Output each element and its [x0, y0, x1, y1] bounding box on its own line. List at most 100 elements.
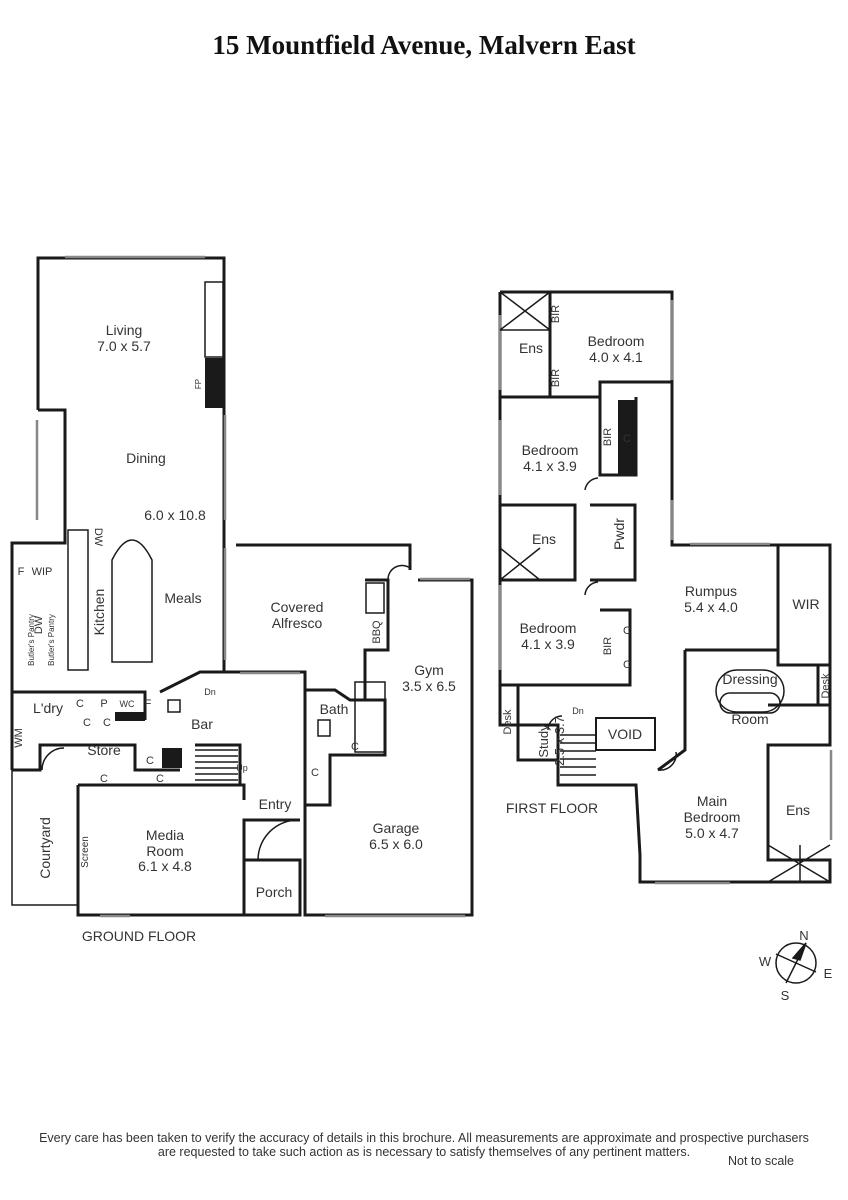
butlers-pantry-label-1: Butler's Pantry	[27, 614, 36, 666]
compass-n: N	[799, 928, 808, 943]
room-kitchen-name: Kitchen	[91, 589, 107, 636]
first-floor-label: FIRST FLOOR	[506, 800, 598, 816]
butlers-pantry-label-2: Butler's Pantry	[47, 614, 56, 666]
room-living-size: 7.0 x 5.7	[97, 338, 151, 354]
desk-label-main: Desk	[820, 673, 832, 699]
page-title: 15 Mountfield Avenue, Malvern East	[212, 30, 636, 60]
screen-label: Screen	[80, 836, 91, 868]
kitchen-bottom	[12, 690, 147, 720]
room-main-bedroom-line1: Main	[697, 793, 727, 809]
ens-label-3: Ens	[786, 802, 810, 818]
bbq-wall	[363, 578, 390, 700]
room-gym-name: Gym	[414, 662, 444, 678]
room-alfresco-name-1: Covered	[271, 599, 324, 615]
room-dressing-line1: Dressing	[722, 671, 777, 687]
bir-label-3: BIR	[602, 428, 614, 446]
room-laundry-name: L'dry	[33, 700, 63, 716]
bar-wall	[159, 578, 474, 917]
bir-label-4: BIR	[602, 637, 614, 655]
room-rumpus-name: Rumpus	[685, 583, 737, 599]
room-bedroom3-size: 4.1 x 3.9	[521, 636, 575, 652]
room-bedroom1-name: Bedroom	[588, 333, 645, 349]
room-powder-name: Pwdr	[611, 518, 627, 550]
cupboard-c-1: C	[76, 698, 84, 710]
room-bath-name: Bath	[320, 701, 349, 717]
room-rumpus-size: 5.4 x 4.0	[684, 599, 738, 615]
ens-wall	[500, 503, 577, 582]
compass-w: W	[759, 954, 772, 969]
fireplace-label: FP	[194, 379, 203, 389]
room-entry-name: Entry	[259, 796, 292, 812]
bed1-wall	[500, 380, 672, 399]
cupboard-c-8: C	[311, 767, 319, 779]
room-study-name: Study	[536, 724, 551, 758]
store-wall	[12, 743, 180, 772]
void-box	[595, 717, 656, 751]
bir-label-1: BIR	[550, 305, 562, 323]
room-wir-name: WIR	[792, 596, 819, 612]
cupboard-c-6: C	[156, 773, 164, 785]
study-wall	[500, 683, 558, 762]
bbq-label: BBQ	[371, 620, 383, 644]
wip-label: WIP	[32, 566, 53, 578]
scale-note: Not to scale	[728, 1154, 795, 1168]
west-wall	[10, 408, 67, 770]
alfresco-wall	[236, 543, 412, 570]
room-alfresco-name-2: Alfresco	[272, 615, 323, 631]
room-bedroom1-size: 4.0 x 4.1	[589, 349, 643, 365]
wm-label: WM	[13, 728, 25, 748]
dw-label-2: DW	[33, 615, 45, 634]
porch-wall	[244, 858, 302, 917]
wc-label: WC	[120, 699, 135, 709]
fridge-label: F	[18, 566, 25, 578]
room-store-name: Store	[87, 742, 121, 758]
dw-label-1: DW	[92, 528, 104, 547]
room-bedroom3-name: Bedroom	[520, 620, 577, 636]
cupboard-c-f2: C	[623, 625, 631, 637]
stair-box	[195, 743, 242, 785]
void-label: VOID	[608, 726, 642, 742]
room-main-bedroom-size: 5.0 x 4.7	[685, 825, 739, 841]
room-garage-size: 6.5 x 6.0	[369, 836, 423, 852]
room-main-bedroom-line2: Bedroom	[684, 809, 741, 825]
cupboard-c-f3: C	[623, 659, 631, 671]
desk-label-study: Desk	[502, 709, 514, 735]
dn-label-first: Dn	[572, 706, 584, 716]
compass-rose	[775, 942, 817, 984]
room-porch-name: Porch	[256, 884, 293, 900]
room-dressing-line2: Room	[731, 711, 768, 727]
pantry-p-label: P	[100, 698, 107, 710]
room-garage-name: Garage	[373, 820, 420, 836]
cupboard-c-f1: C	[623, 433, 631, 445]
media-top-wall	[78, 783, 246, 800]
room-bedroom2-size: 4.1 x 3.9	[523, 458, 577, 474]
room-living-name: Living	[106, 322, 143, 338]
cupboard-c-4: C	[100, 773, 108, 785]
ground-floor-label: GROUND FLOOR	[82, 928, 196, 944]
courtyard-label: Courtyard	[37, 817, 53, 878]
ens-label-2: Ens	[532, 531, 556, 547]
dn-label-ground: Dn	[204, 687, 216, 697]
wir-wall	[776, 545, 830, 667]
room-gym-size: 3.5 x 6.5	[402, 678, 456, 694]
dressing-wall	[657, 650, 687, 772]
disclaimer-line-2: are requested to take such action as is …	[157, 1145, 691, 1159]
cupboard-c-5: C	[146, 755, 154, 767]
compass-e: E	[824, 966, 833, 981]
up-label-ground: Up	[236, 763, 248, 773]
compass-s: S	[781, 988, 790, 1003]
room-bedroom2-name: Bedroom	[522, 442, 579, 458]
courtyard	[11, 770, 78, 906]
fridge-label-2: F	[145, 698, 152, 710]
room-media-size: 6.1 x 4.8	[138, 858, 192, 874]
bed3-wall	[500, 608, 632, 687]
ens-label-1: Ens	[519, 340, 543, 356]
bir-label-2: BIR	[550, 369, 562, 387]
room-dining-size: 6.0 x 10.8	[144, 507, 206, 523]
room-study-size: 2.5 x 3.7	[552, 716, 567, 766]
cupboard-c-7: C	[351, 741, 359, 753]
room-bar-name: Bar	[191, 716, 213, 732]
cupboard-c-3: C	[103, 717, 111, 729]
room-media-line1: Media	[146, 827, 184, 843]
